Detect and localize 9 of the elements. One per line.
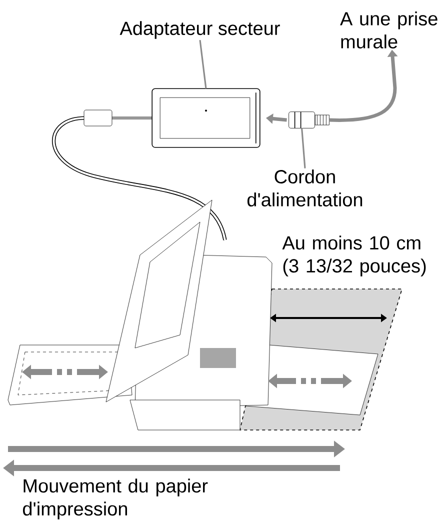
label-text: Mouvement du papier d'impression <box>23 478 208 520</box>
label-text: Au moins 10 cm (3 13/32 pouces) <box>282 236 426 276</box>
plug-drawing <box>288 112 330 128</box>
callout-text: Adaptateur secteur <box>120 21 280 39</box>
callout-text: Cordon d'alimentation <box>247 170 362 206</box>
leader-line <box>301 128 306 168</box>
callout-text: A une prise murale <box>340 12 438 48</box>
adapter-drawing <box>152 88 260 148</box>
leader-line <box>199 40 207 89</box>
